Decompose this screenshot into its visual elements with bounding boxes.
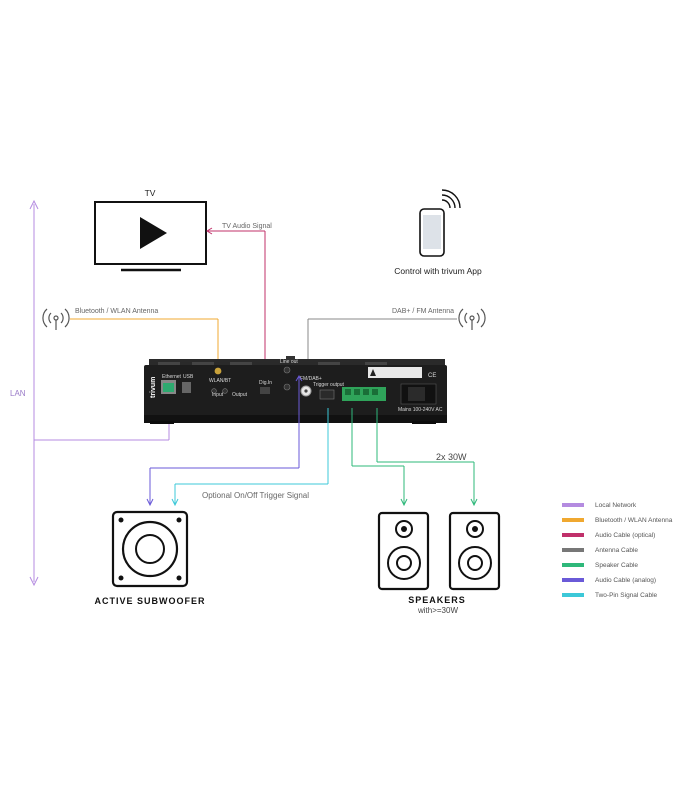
legend: Local Network Bluetooth / WLAN Antenna A…: [562, 502, 673, 599]
analog-cable: [146, 375, 303, 507]
subwoofer-label: ACTIVE SUBWOOFER: [94, 596, 205, 606]
port-ethernet: Ethernet: [162, 374, 182, 380]
device-brand: trivum: [150, 377, 157, 398]
speakers-label: SPEAKERS: [408, 595, 466, 605]
port-wlan-bt: WLAN/BT: [209, 378, 231, 384]
legend-label: Audio Cable (optical): [595, 532, 655, 539]
legend-item: Two-Pin Signal Cable: [562, 592, 658, 599]
wifi-antenna-icon-right: [458, 308, 486, 330]
lan-label: LAN: [10, 389, 26, 398]
legend-item: Audio Cable (optical): [562, 532, 655, 539]
bt-antenna-cable: [70, 318, 219, 366]
trivum-device: trivum Ethernet USB WLAN/BT Input Output…: [144, 356, 447, 424]
tv-title: TV: [145, 188, 156, 198]
legend-item: Antenna Cable: [562, 547, 638, 554]
legend-label: Local Network: [595, 502, 637, 509]
legend-label: Audio Cable (analog): [595, 577, 656, 584]
wifi-antenna-icon-left: [42, 308, 70, 330]
legend-label: Bluetooth / WLAN Antenna: [595, 517, 673, 524]
speaker-power-label: 2x 30W: [436, 452, 467, 462]
port-trigger-output: Trigger output: [313, 382, 345, 388]
legend-label: Speaker Cable: [595, 562, 638, 569]
legend-item: Audio Cable (analog): [562, 577, 656, 584]
legend-item: Speaker Cable: [562, 562, 638, 569]
subwoofer-icon: [111, 510, 189, 588]
legend-label: Antenna Cable: [595, 547, 638, 554]
legend-item: Bluetooth / WLAN Antenna: [562, 517, 673, 524]
port-usb: USB: [183, 374, 194, 380]
trigger-signal-label: Optional On/Off Trigger Signal: [202, 491, 309, 500]
port-fm-dab: FM/DAB+: [300, 376, 322, 382]
port-input: Input: [212, 392, 224, 398]
speaker-icon-right: [448, 511, 501, 591]
legend-item: Local Network: [562, 502, 637, 509]
bt-wlan-antenna-label: Bluetooth / WLAN Antenna: [75, 308, 158, 315]
tv-icon: [94, 201, 207, 272]
optical-cable: [206, 227, 269, 382]
dab-fm-antenna-label: DAB+ / FM Antenna: [392, 308, 454, 315]
speakers-note: with>=30W: [417, 606, 458, 615]
tv-audio-signal-label: TV Audio Signal: [222, 223, 272, 230]
port-dig-in: Dig.In: [259, 380, 272, 386]
port-mains: Mains 100-240V AC: [398, 407, 443, 413]
legend-label: Two-Pin Signal Cable: [595, 592, 658, 599]
app-label: Control with trivum App: [394, 266, 482, 276]
phone-icon: [419, 189, 461, 257]
speaker-cable: [351, 408, 478, 507]
svg-text:CE: CE: [428, 373, 436, 379]
port-output: Output: [232, 392, 248, 398]
port-line-out: Line out: [280, 359, 298, 365]
speaker-icon-left: [377, 511, 430, 591]
trigger-signal-cable: [171, 408, 329, 507]
